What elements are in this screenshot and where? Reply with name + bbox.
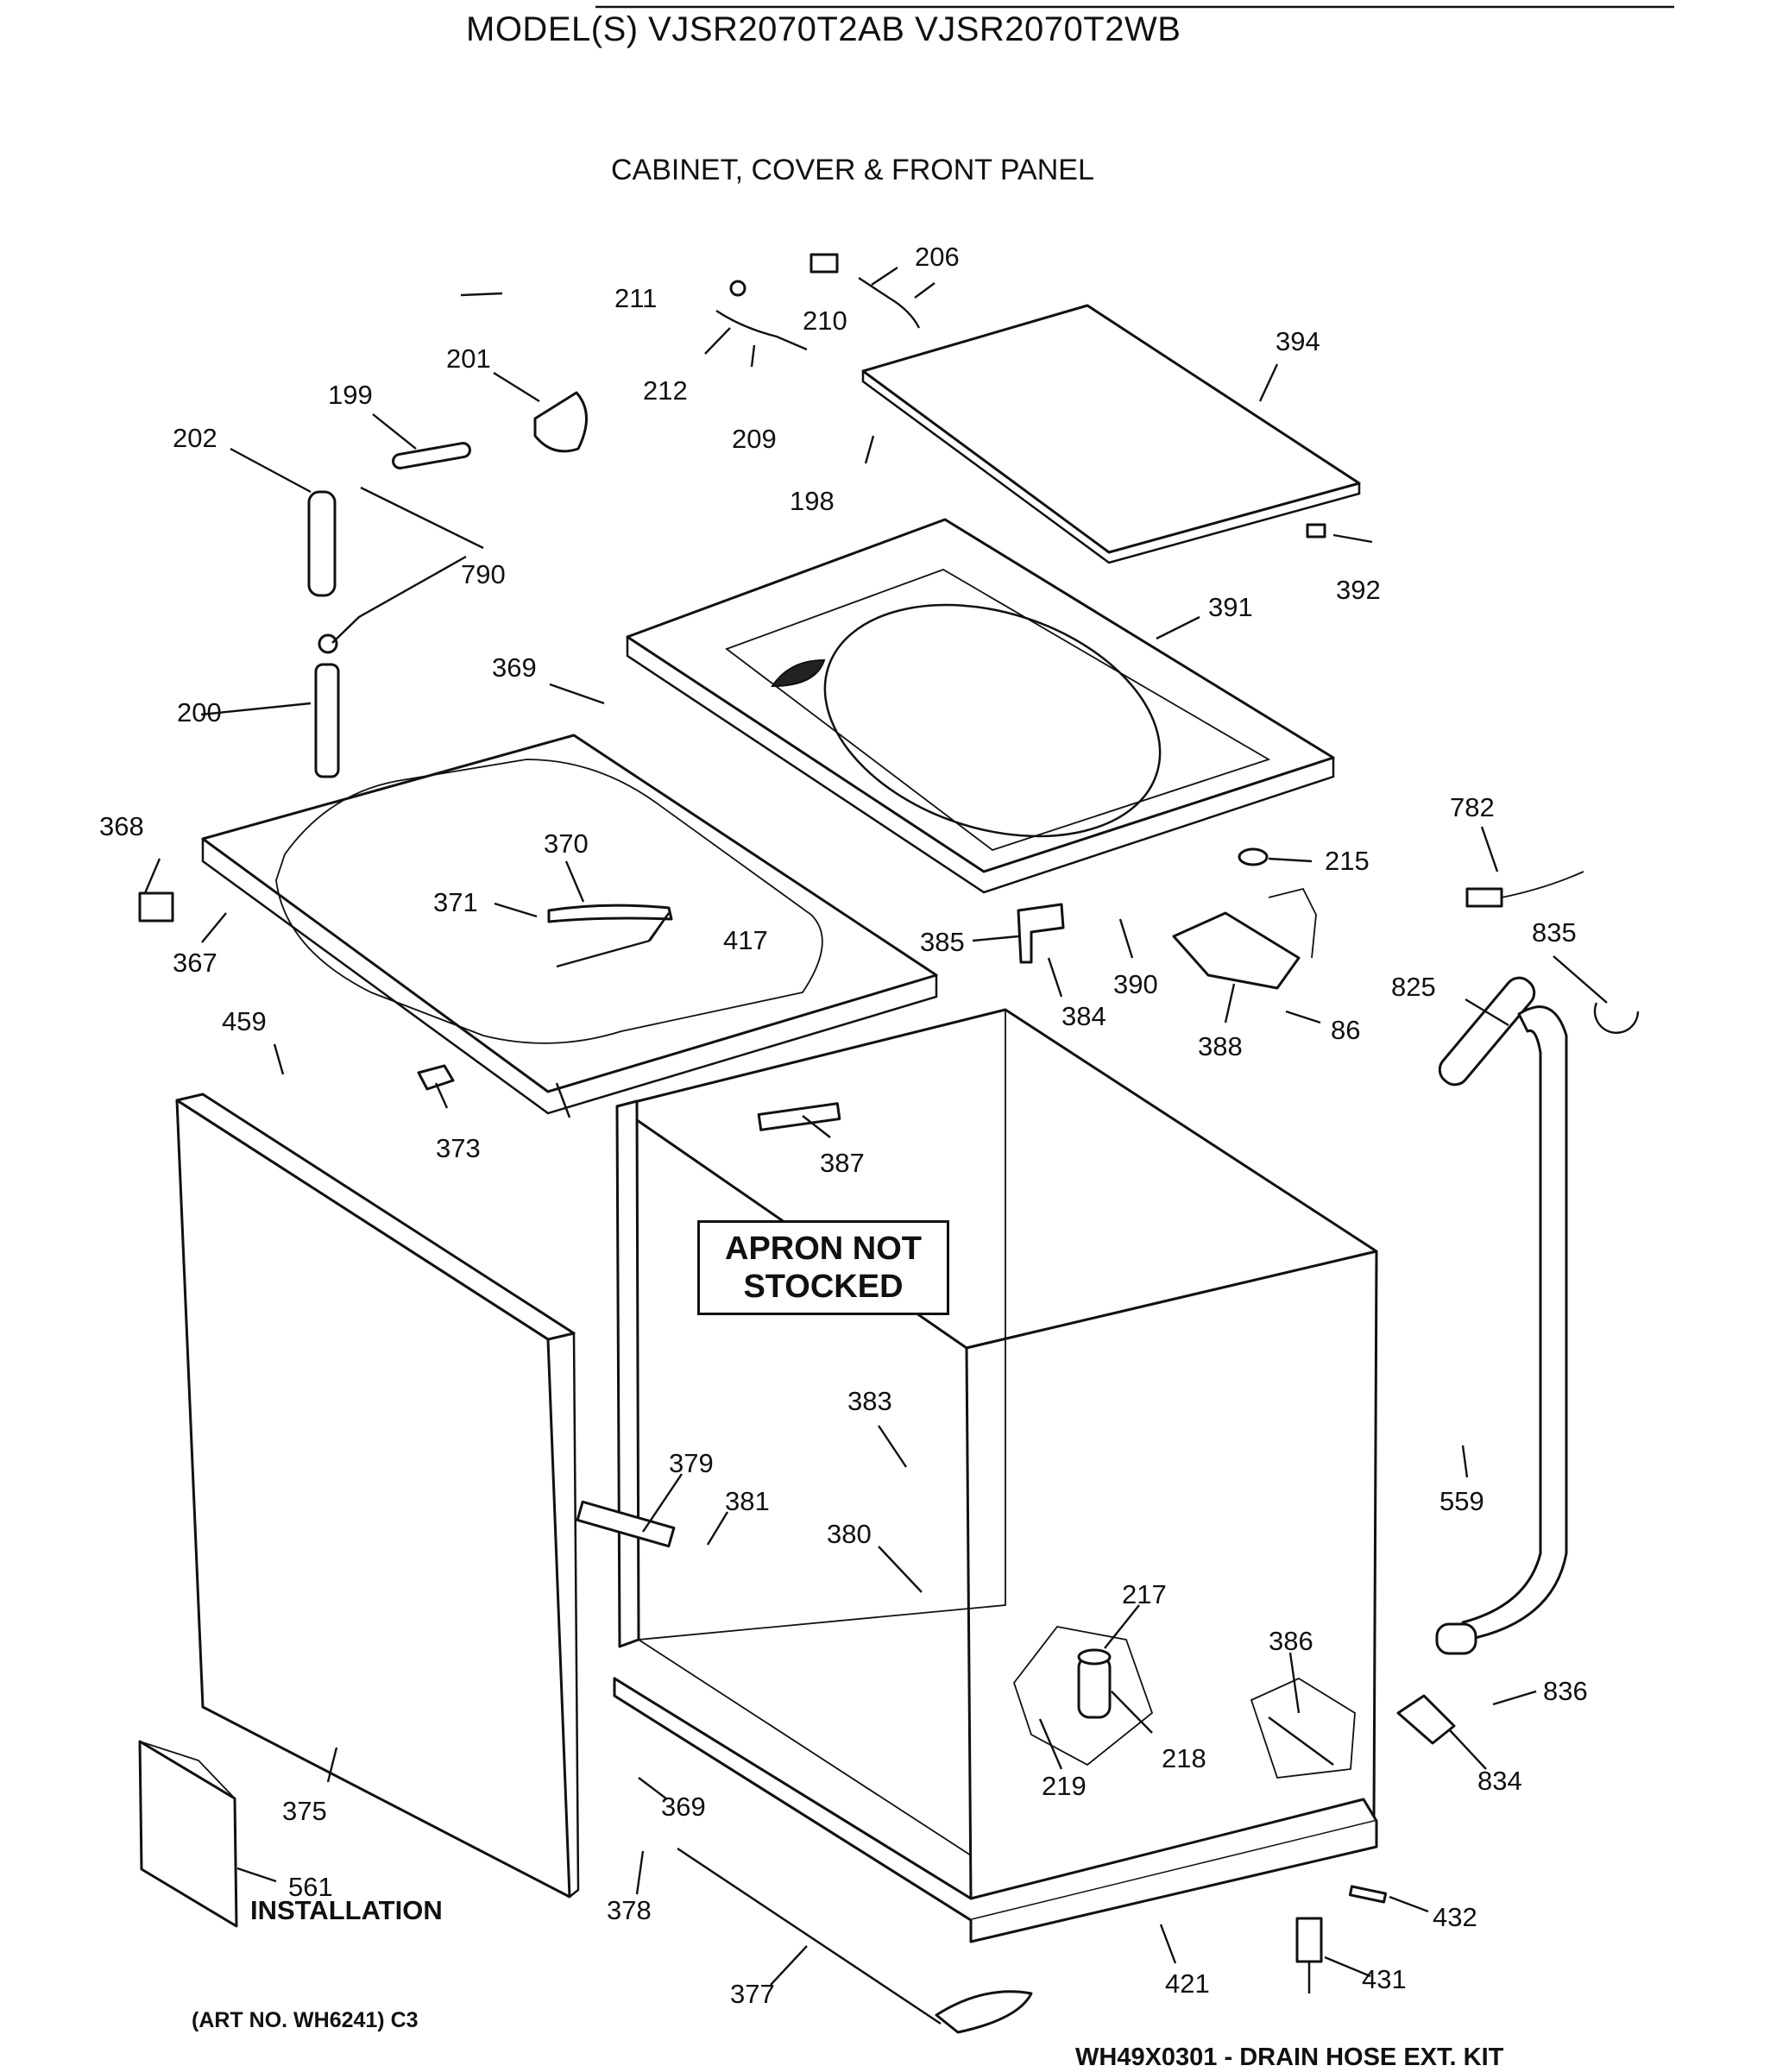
callout-459: 459 bbox=[222, 1006, 267, 1036]
pin-part-432 bbox=[1348, 1885, 1388, 1904]
connector-part-782 bbox=[1465, 871, 1584, 908]
callout-199: 199 bbox=[328, 380, 373, 410]
callout-782: 782 bbox=[1450, 792, 1495, 822]
rod-part-377 bbox=[677, 1847, 942, 2025]
part-215 bbox=[1238, 847, 1269, 866]
hose-parts bbox=[307, 442, 471, 778]
clamp-part-835 bbox=[1593, 1002, 1640, 1034]
callout-388: 388 bbox=[1198, 1031, 1243, 1061]
callout-212: 212 bbox=[643, 375, 688, 406]
callout-377: 377 bbox=[730, 1979, 775, 2009]
leveling-leg-part-431 bbox=[1295, 1917, 1323, 1993]
callout-370: 370 bbox=[544, 828, 589, 859]
callout-379: 379 bbox=[669, 1448, 714, 1478]
callout-390: 390 bbox=[1113, 969, 1158, 999]
callout-371: 371 bbox=[433, 887, 478, 917]
part-834 bbox=[1396, 1694, 1456, 1745]
callout-210: 210 bbox=[803, 305, 847, 336]
callout-834: 834 bbox=[1477, 1766, 1522, 1796]
callout-202: 202 bbox=[173, 423, 217, 453]
lid-part-394 bbox=[861, 304, 1361, 564]
art-number: (ART NO. WH6241) C3 bbox=[192, 2008, 419, 2032]
callout-385: 385 bbox=[920, 927, 965, 957]
callout-219: 219 bbox=[1042, 1771, 1087, 1801]
leader-lines bbox=[143, 267, 1608, 1986]
installation-envelope-part-561 bbox=[138, 1740, 238, 1928]
drain-hose-kit-note: WH49X0301 - DRAIN HOSE EXT. KIT bbox=[1075, 2044, 1504, 2071]
callout-392: 392 bbox=[1336, 575, 1381, 605]
lid-switch-part-388 bbox=[1172, 887, 1317, 990]
callout-561: 561 bbox=[288, 1872, 333, 1902]
installation-label: INSTALLATION bbox=[250, 1895, 443, 1925]
water-valve-part-217 bbox=[1012, 1626, 1154, 1767]
bumper-part-392 bbox=[1306, 523, 1326, 538]
notice-line-2: STOCKED bbox=[743, 1269, 904, 1305]
callout-375: 375 bbox=[282, 1796, 327, 1826]
callout-369-bottom: 369 bbox=[661, 1792, 706, 1822]
apron-not-stocked-notice: APRON NOT STOCKED bbox=[697, 1220, 949, 1315]
callout-201: 201 bbox=[446, 343, 491, 374]
hinge-part-385 bbox=[1017, 903, 1065, 964]
callout-825: 825 bbox=[1391, 972, 1436, 1002]
callout-835: 835 bbox=[1532, 917, 1577, 948]
callout-421: 421 bbox=[1165, 1968, 1210, 1999]
lid-switch-linkage bbox=[715, 253, 921, 351]
clip-part-373 bbox=[417, 1064, 455, 1091]
callout-218: 218 bbox=[1162, 1743, 1206, 1773]
base-part-421 bbox=[969, 1821, 1378, 1943]
callout-387: 387 bbox=[820, 1148, 865, 1178]
callout-200: 200 bbox=[177, 697, 222, 727]
callout-386: 386 bbox=[1269, 1626, 1313, 1656]
callout-215: 215 bbox=[1325, 846, 1370, 876]
callout-211: 211 bbox=[614, 283, 658, 313]
bracket-part-201 bbox=[533, 391, 588, 453]
front-panel-part-375 bbox=[175, 1093, 580, 1899]
callout-394: 394 bbox=[1276, 326, 1320, 356]
callout-559: 559 bbox=[1439, 1486, 1484, 1516]
callout-198: 198 bbox=[790, 486, 835, 516]
strap-part-370 bbox=[547, 904, 673, 923]
callout-381: 381 bbox=[725, 1486, 770, 1516]
callout-380: 380 bbox=[827, 1519, 872, 1549]
callout-384: 384 bbox=[1061, 1001, 1106, 1031]
callout-391: 391 bbox=[1208, 592, 1253, 622]
callout-206: 206 bbox=[915, 242, 960, 272]
drain-hose-part-825 bbox=[1435, 976, 1568, 1655]
callout-369-top: 369 bbox=[492, 652, 537, 683]
callout-368: 368 bbox=[99, 811, 144, 841]
handle-part-377 bbox=[935, 1990, 1033, 2034]
model-numbers: MODEL(S) VJSR2070T2AB VJSR2070T2WB bbox=[466, 10, 1181, 48]
section-title: CABINET, COVER & FRONT PANEL bbox=[611, 154, 1094, 186]
callout-431: 431 bbox=[1362, 1964, 1407, 1994]
bracket-part-387 bbox=[757, 1102, 841, 1131]
callout-378: 378 bbox=[607, 1895, 652, 1925]
rail-part-379 bbox=[576, 1500, 676, 1548]
callout-373: 373 bbox=[436, 1133, 481, 1163]
callout-417: 417 bbox=[723, 925, 768, 955]
callout-790: 790 bbox=[461, 559, 506, 589]
notice-line-1: APRON NOT bbox=[725, 1231, 922, 1267]
callout-367: 367 bbox=[173, 948, 217, 978]
cabinet-body bbox=[613, 1008, 1378, 1922]
callout-217: 217 bbox=[1122, 1579, 1167, 1609]
callout-432: 432 bbox=[1433, 1902, 1477, 1932]
callout-383: 383 bbox=[847, 1386, 892, 1416]
callout-86: 86 bbox=[1331, 1015, 1361, 1045]
bumper-part-368 bbox=[138, 891, 174, 923]
top-cover-part-391 bbox=[626, 518, 1335, 894]
callout-836: 836 bbox=[1543, 1676, 1588, 1706]
callout-209: 209 bbox=[732, 424, 777, 454]
part-386 bbox=[1250, 1677, 1356, 1779]
